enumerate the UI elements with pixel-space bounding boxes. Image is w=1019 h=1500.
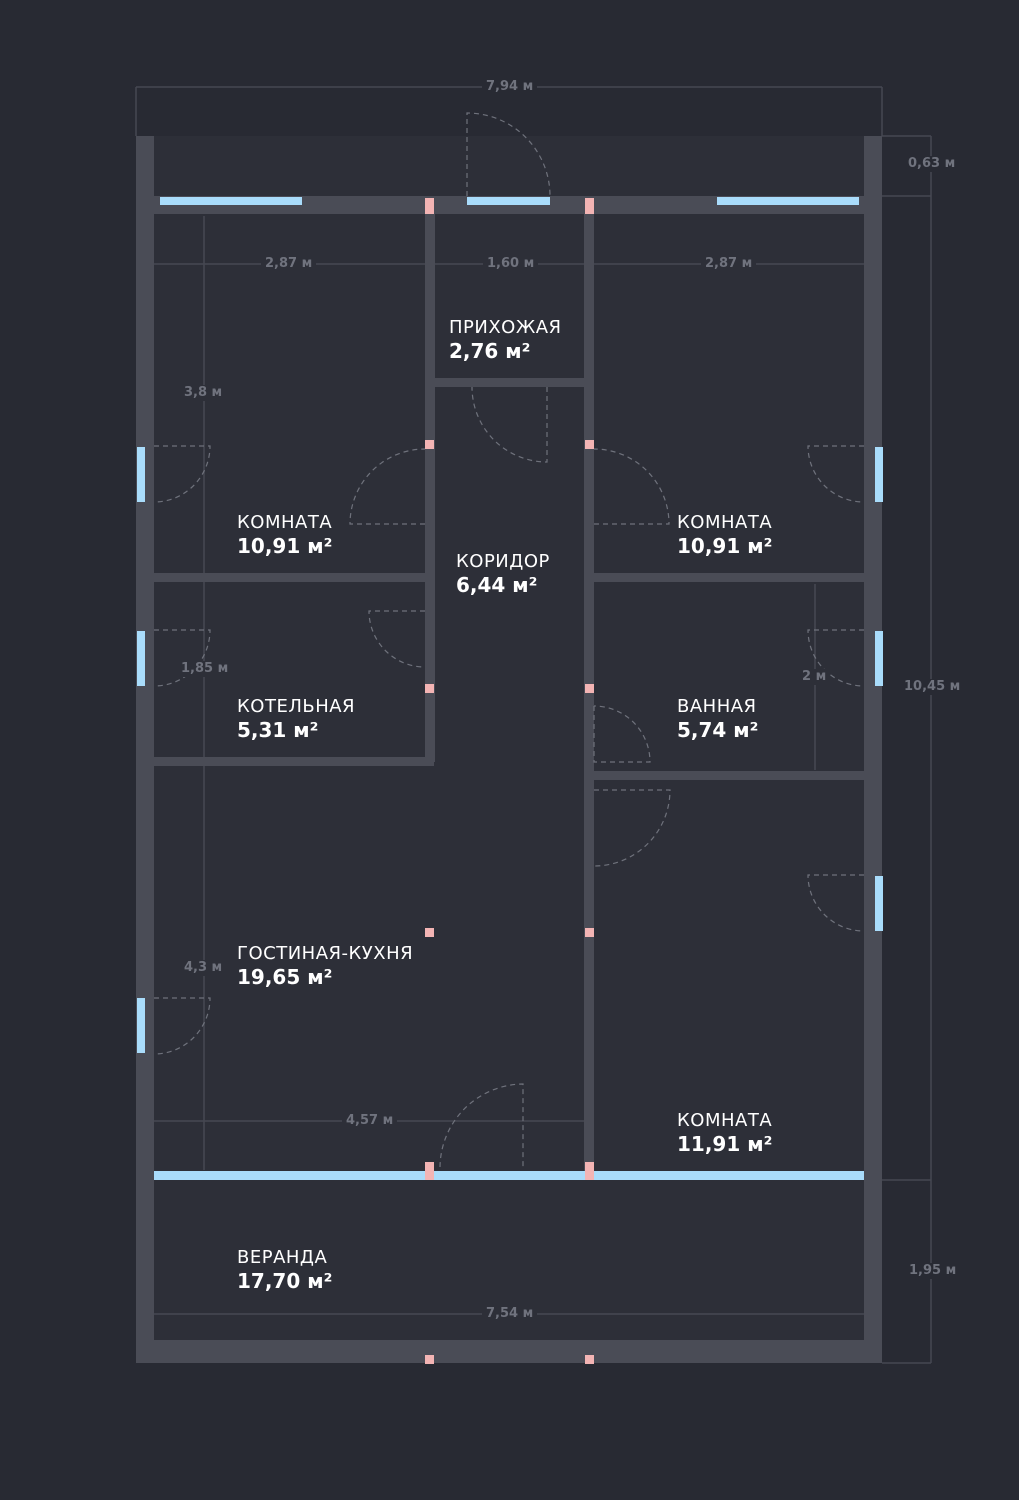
column	[425, 1355, 434, 1364]
window-right-1	[875, 447, 883, 502]
room-area: 11,91 м²	[677, 1131, 773, 1156]
room-name: ВАННАЯ	[677, 696, 757, 717]
outer-wall-left	[136, 136, 154, 1363]
dim-porch-depth: 0,63 м	[904, 156, 960, 172]
column	[585, 928, 594, 937]
door-right-bottom-room	[593, 789, 671, 867]
floor-areas	[154, 136, 864, 1340]
window-right-3	[875, 876, 883, 931]
room-area: 2,76 м²	[449, 338, 531, 363]
door-veranda	[439, 1083, 524, 1168]
room-name: КОТЕЛЬНАЯ	[237, 696, 356, 717]
dim-right-room-width: 2,87 м	[701, 256, 757, 272]
window-veranda-glazing	[154, 1171, 864, 1180]
column	[425, 1162, 434, 1180]
outer-wall-right	[864, 136, 882, 1363]
window-right-2	[875, 631, 883, 686]
room-label-veranda: ВЕРАНДА 17,70 м²	[237, 1247, 333, 1293]
column	[585, 1355, 594, 1364]
room-area: 19,65 м²	[237, 964, 333, 989]
room-name: КОМНАТА	[677, 512, 773, 533]
dim-total-width: 7,94 м	[482, 79, 538, 95]
room-area: 10,91 м²	[237, 533, 333, 558]
windows	[137, 197, 883, 1180]
room-area: 5,74 м²	[677, 717, 759, 742]
wall-right-room-bottom	[590, 573, 864, 582]
dim-total-height: 10,45 м	[900, 679, 965, 695]
dim-left-room-width: 2,87 м	[261, 256, 317, 272]
dim-hall-width: 1,60 м	[483, 256, 539, 272]
dim-veranda-depth: 1,95 м	[905, 1263, 961, 1279]
dim-living-height: 4,3 м	[180, 960, 227, 976]
door-left-room	[349, 448, 426, 525]
room-label-living-kitchen: ГОСТИНАЯ-КУХНЯ 19,65 м²	[237, 943, 414, 989]
columns	[425, 198, 594, 1364]
room-label-left-room: КОМНАТА 10,91 м²	[237, 512, 333, 558]
window-top-right	[717, 197, 859, 205]
room-label-bathroom: ВАННАЯ 5,74 м²	[677, 696, 759, 742]
room-name: КОРИДОР	[456, 551, 550, 572]
room-area: 17,70 м²	[237, 1268, 333, 1293]
column	[585, 440, 594, 449]
column	[425, 198, 434, 214]
dim-veranda-width: 7,54 м	[482, 1306, 538, 1322]
wall-hall-left	[425, 212, 435, 762]
door-right-room	[593, 448, 670, 525]
room-name: КОМНАТА	[237, 512, 333, 533]
room-area: 5,31 м²	[237, 717, 319, 742]
wall-veranda-bottom	[154, 1340, 864, 1363]
room-label-bottom-right-room: КОМНАТА 11,91 м²	[677, 1110, 773, 1156]
dim-living-width: 4,57 м	[342, 1113, 398, 1129]
window-top-mid	[467, 197, 550, 205]
door-hall	[471, 386, 548, 463]
wall-entry	[430, 378, 588, 387]
door-swings	[153, 112, 865, 1168]
column	[585, 1162, 594, 1180]
house-floor	[154, 212, 864, 1174]
dim-boiler-height: 1,85 м	[177, 661, 233, 677]
room-name: ПРИХОЖАЯ	[449, 317, 562, 338]
window-left-3	[137, 998, 145, 1053]
column	[585, 684, 594, 693]
column	[425, 440, 434, 449]
room-label-entrance-hall: ПРИХОЖАЯ 2,76 м²	[449, 317, 562, 363]
wall-left-room-bottom	[154, 573, 427, 582]
room-label-right-room: КОМНАТА 10,91 м²	[677, 512, 773, 558]
room-area: 10,91 м²	[677, 533, 773, 558]
window-left-1	[137, 447, 145, 502]
room-name: ГОСТИНАЯ-КУХНЯ	[237, 943, 414, 964]
wall-boiler-bottom	[154, 757, 434, 766]
column	[425, 928, 434, 937]
room-label-corridor: КОРИДОР 6,44 м²	[456, 551, 550, 597]
room-label-boiler-room: КОТЕЛЬНАЯ 5,31 м²	[237, 696, 356, 742]
dim-bath-height: 2 м	[798, 669, 831, 685]
door-entrance	[466, 112, 551, 197]
window-left-2	[137, 631, 145, 686]
column	[585, 198, 594, 214]
porch-floor	[154, 136, 864, 196]
room-area: 6,44 м²	[456, 572, 538, 597]
wall-bath-bottom	[590, 771, 864, 780]
dim-left-room-height: 3,8 м	[180, 385, 227, 401]
column	[425, 684, 434, 693]
room-name: КОМНАТА	[677, 1110, 773, 1131]
window-top-left	[160, 197, 302, 205]
room-name: ВЕРАНДА	[237, 1247, 328, 1268]
